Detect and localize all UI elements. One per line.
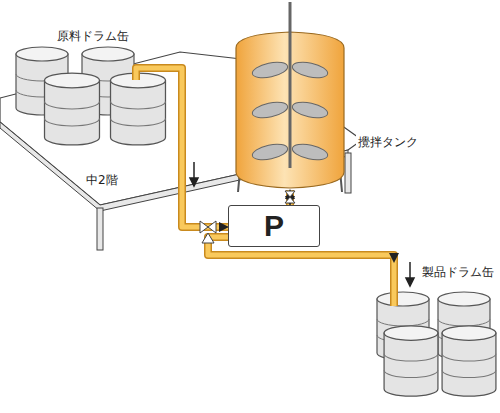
agitator-shaft [289,2,292,168]
part-label: 攪拌タンク [356,134,420,150]
drum [384,326,438,396]
pipe [176,68,228,227]
drum [442,326,496,396]
pump-symbol: P [264,210,284,242]
pipe-stub [136,68,394,306]
platform-leg [345,153,351,193]
part-label: 原料ドラム缶 [10,28,176,44]
drum [111,73,166,145]
pump-valve [285,191,295,203]
impeller [251,59,329,162]
platform-leg [97,208,103,250]
drum-group: 製品ドラム缶 [372,262,496,408]
tank-area: 攪拌タンク [232,28,348,190]
part-label: 製品ドラム缶 [422,264,494,280]
three-way-valve [200,221,216,243]
floor-label: 中2階 [86,172,118,188]
drum-group: 原料ドラム缶 [10,28,176,144]
pump-box: P [228,205,320,247]
drum [45,73,100,145]
